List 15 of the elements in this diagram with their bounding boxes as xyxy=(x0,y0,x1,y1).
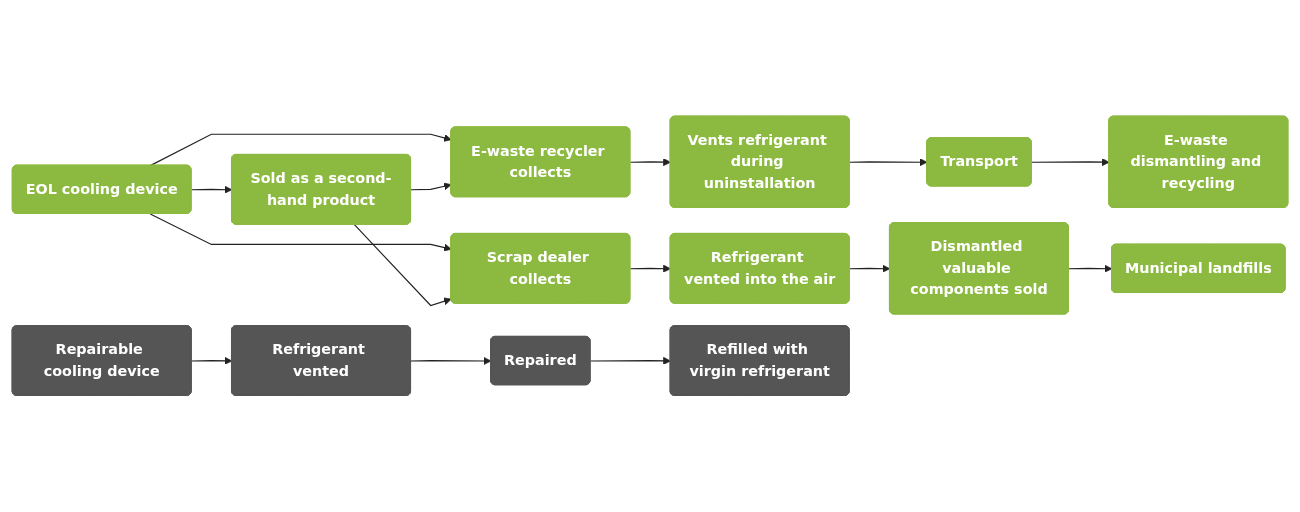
arrow xyxy=(1031,158,1110,167)
arrow xyxy=(410,357,492,366)
arrow xyxy=(629,264,671,273)
arrow xyxy=(589,357,671,365)
arrow xyxy=(149,213,452,252)
arrow xyxy=(149,133,452,167)
arrow xyxy=(849,264,891,273)
arrow xyxy=(191,357,233,365)
arrow xyxy=(629,158,671,167)
arrow xyxy=(190,185,233,194)
arrow xyxy=(1068,264,1113,273)
arrow xyxy=(410,182,452,191)
arrow xyxy=(353,224,452,307)
flowchart: EOL cooling device Sold as a second-hand product E-waste recycler collects Scrap dealer collects Vents refrigerant during uninstallation Transport E-waste dismantling and recycling Refrigerant vented into the air Dismantled valuable components sold Municipal landfills Repairable cooling device Refrigerant vented Repaired Refilled with virgin refrigerant xyxy=(5,109,1295,403)
arrow xyxy=(849,158,928,167)
